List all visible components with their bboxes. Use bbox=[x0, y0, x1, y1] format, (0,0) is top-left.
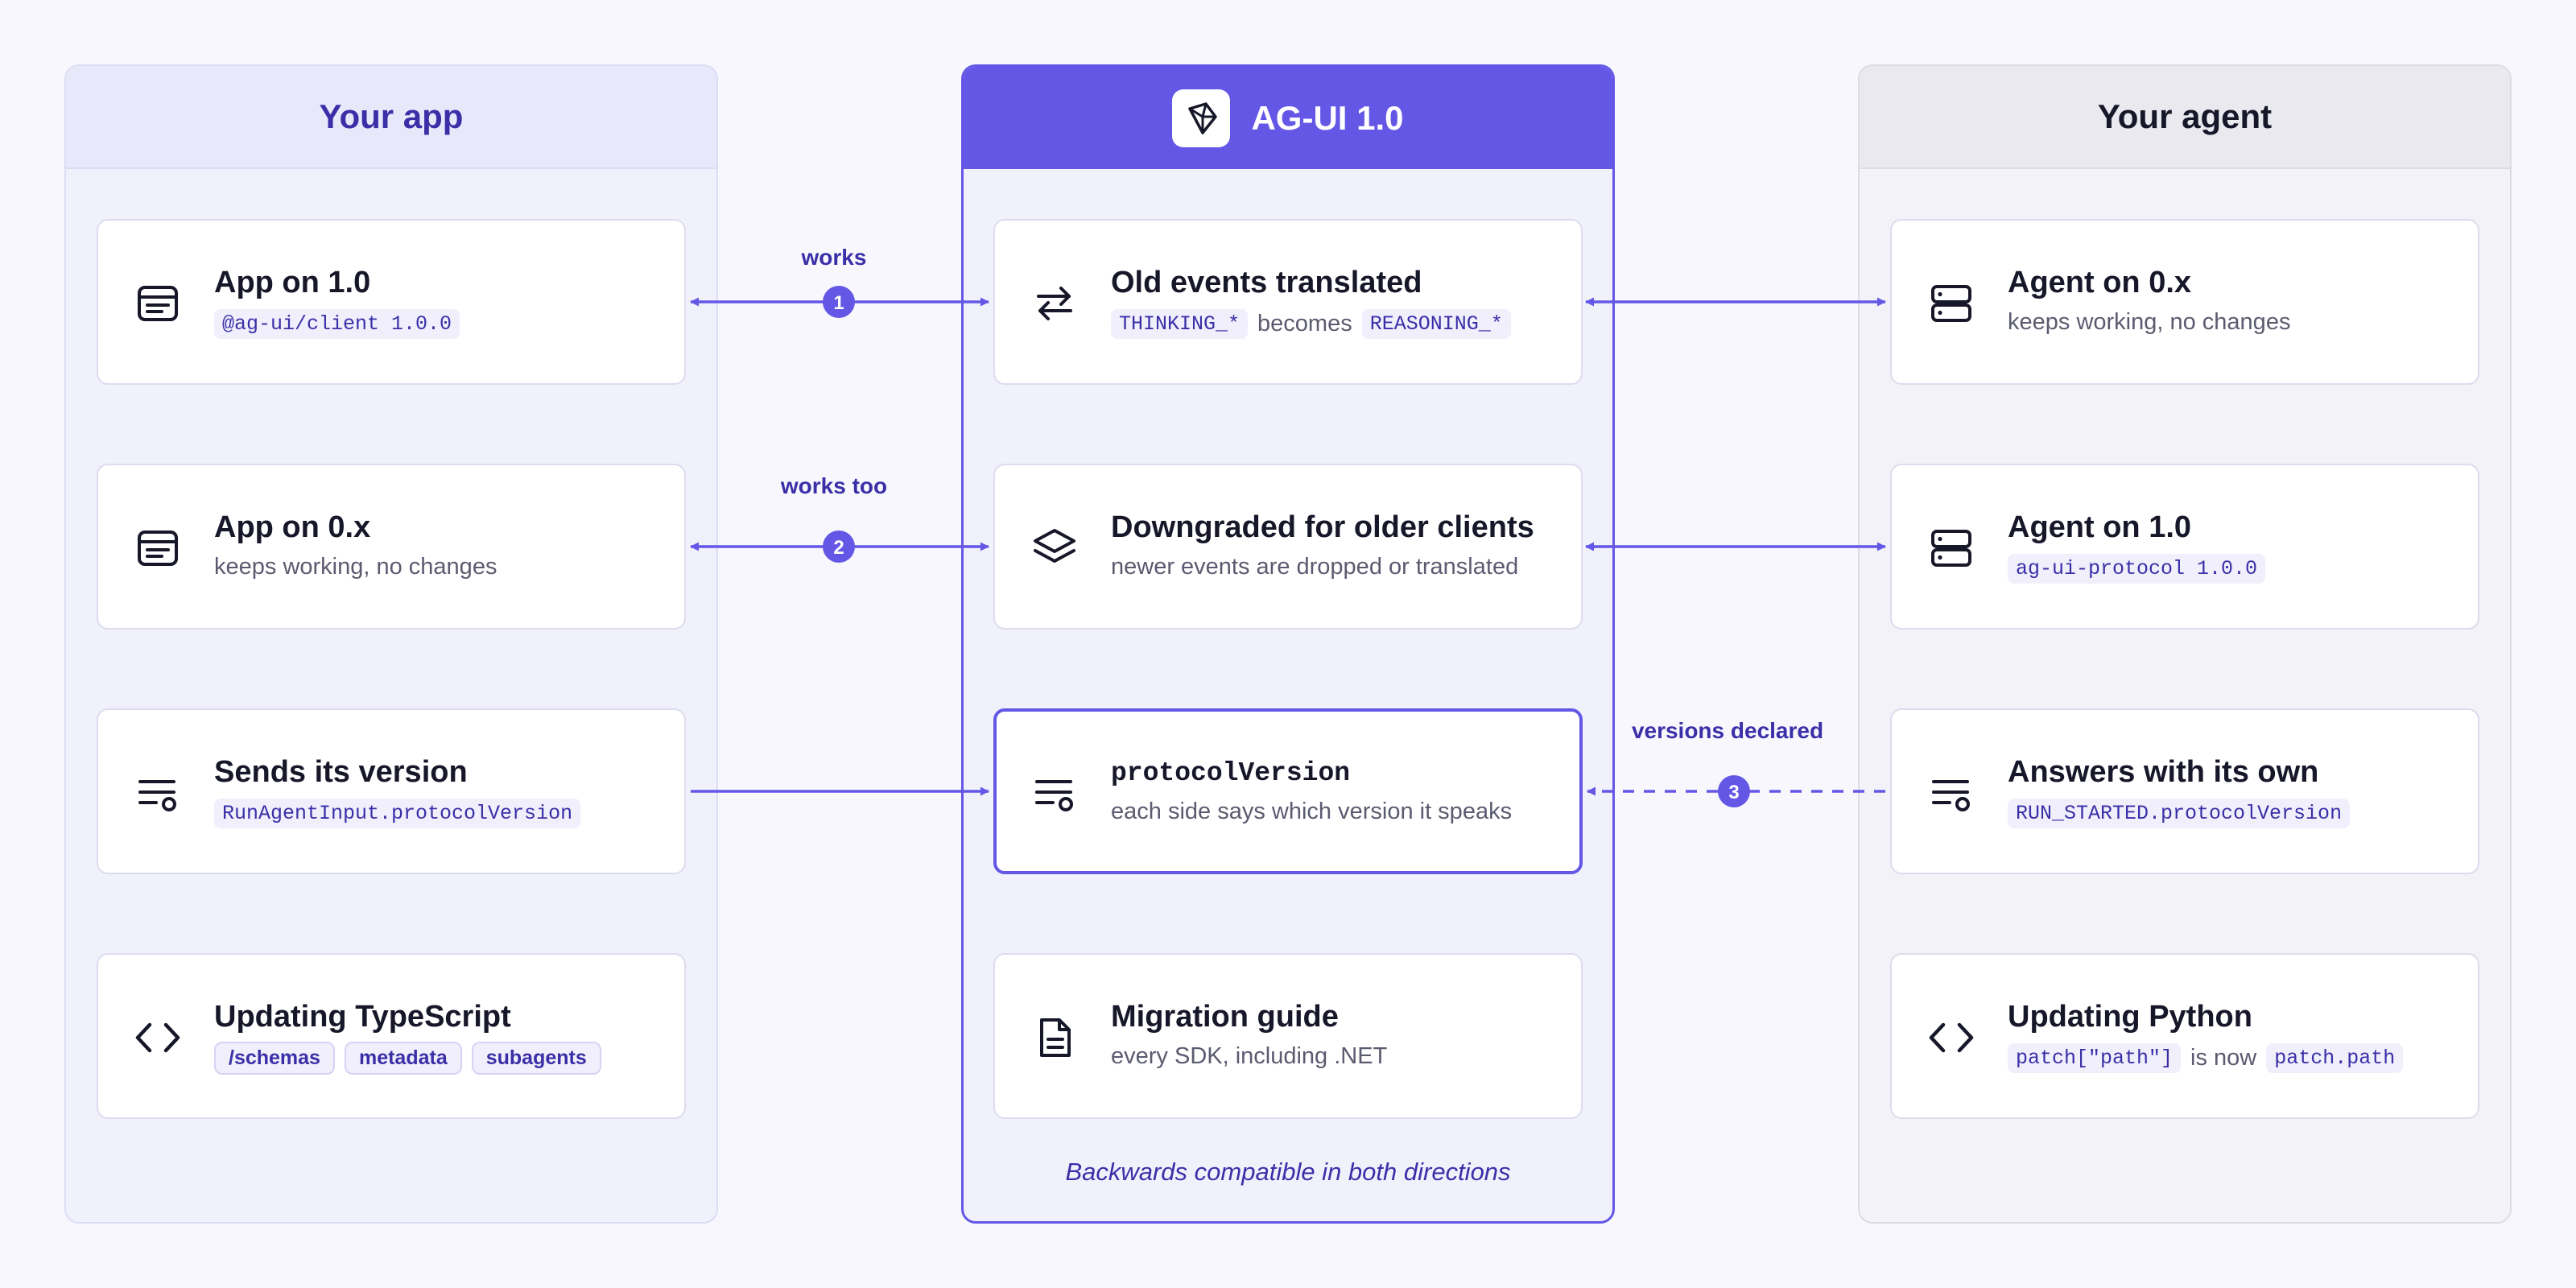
package-version-code: ag-ui-protocol 1.0.0 bbox=[2008, 554, 2266, 584]
card-updating-python: Updating Python patch["path"] is now pat… bbox=[1890, 953, 2479, 1119]
connector-agent-answer-to-protocol-version: 3 bbox=[1587, 775, 1885, 807]
card-title: Sends its version bbox=[214, 755, 468, 789]
card-title: App on 1.0 bbox=[214, 266, 371, 299]
card-title: Old events translated bbox=[1111, 266, 1422, 299]
card-sends-its-version: Sends its version RunAgentInput.protocol… bbox=[97, 708, 686, 874]
compatibility-note: Backwards compatible in both directions bbox=[1065, 1158, 1511, 1186]
card-answers-with-its-own: Answers with its own RUN_STARTED.protoco… bbox=[1890, 708, 2479, 874]
run-agent-input-code: RunAgentInput.protocolVersion bbox=[214, 799, 581, 828]
tag-metadata: metadata bbox=[344, 1042, 462, 1075]
patch-dot-code: patch.path bbox=[2266, 1043, 2404, 1073]
card-app-on-1-0: App on 1.0 @ag-ui/client 1.0.0 bbox=[97, 219, 686, 385]
card-title: Updating Python bbox=[2008, 1000, 2252, 1034]
card-title: protocolVersion bbox=[1111, 758, 1351, 788]
card-title: Answers with its own bbox=[2008, 755, 2319, 789]
connector-label-versions-declared: versions declared bbox=[1631, 718, 1824, 743]
tag-subagents: subagents bbox=[471, 1042, 601, 1075]
your-agent-header: Your agent bbox=[1860, 66, 2510, 169]
code-brackets-icon bbox=[134, 1013, 182, 1062]
layers-icon bbox=[1030, 524, 1079, 572]
step-badge-3-number: 3 bbox=[1728, 782, 1739, 803]
card-title: Migration guide bbox=[1111, 1000, 1339, 1034]
connector-label-works: works bbox=[801, 245, 867, 270]
swap-arrows-icon bbox=[1030, 279, 1079, 328]
version-list-icon bbox=[1030, 769, 1079, 817]
package-version-code: @ag-ui/client 1.0.0 bbox=[214, 309, 460, 339]
card-title: Updating TypeScript bbox=[214, 1000, 511, 1034]
version-list-icon bbox=[1927, 769, 1975, 817]
connector-label-works-too: works too bbox=[780, 473, 888, 498]
card-old-events-translated: Old events translated THINKING_* becomes… bbox=[993, 219, 1583, 385]
card-title: Agent on 0.x bbox=[2008, 266, 2192, 299]
run-started-code: RUN_STARTED.protocolVersion bbox=[2008, 799, 2351, 828]
app-window-icon bbox=[134, 279, 182, 328]
step-badge-2-number: 2 bbox=[833, 537, 844, 559]
ag-ui-logo-icon bbox=[1172, 89, 1231, 147]
card-subtitle: each side says which version it speaks bbox=[1111, 799, 1513, 824]
card-title: App on 0.x bbox=[214, 510, 371, 544]
card-subtitle: keeps working, no changes bbox=[2008, 309, 2291, 335]
your-app-header: Your app bbox=[66, 66, 716, 169]
code-brackets-icon bbox=[1927, 1013, 1975, 1062]
ag-ui-title: AG-UI 1.0 bbox=[1251, 98, 1404, 137]
card-downgraded-for-older-clients: Downgraded for older clients newer event… bbox=[993, 464, 1583, 630]
card-subtitle: every SDK, including .NET bbox=[1111, 1043, 1388, 1069]
reasoning-code: REASONING_* bbox=[1361, 309, 1511, 339]
tag-schemas: /schemas bbox=[214, 1042, 335, 1075]
thinking-code: THINKING_* bbox=[1111, 309, 1249, 339]
server-icon bbox=[1927, 524, 1975, 572]
card-migration-guide: Migration guide every SDK, including .NE… bbox=[993, 953, 1583, 1119]
card-updating-typescript: Updating TypeScript /schemas metadata su… bbox=[97, 953, 686, 1119]
connector-app-1-0-to-old-events: 1 bbox=[690, 286, 989, 318]
card-subtitle: newer events are dropped or translated bbox=[1111, 554, 1519, 580]
card-title: Downgraded for older clients bbox=[1111, 510, 1534, 544]
card-agent-on-0-x: Agent on 0.x keeps working, no changes bbox=[1890, 219, 2479, 385]
card-subtitle: keeps working, no changes bbox=[214, 554, 497, 580]
step-badge-3 bbox=[1718, 775, 1750, 807]
step-badge-1-number: 1 bbox=[833, 292, 844, 314]
version-list-icon bbox=[134, 769, 182, 817]
server-icon bbox=[1927, 279, 1975, 328]
document-icon bbox=[1030, 1013, 1079, 1062]
card-app-on-0-x: App on 0.x keeps working, no changes bbox=[97, 464, 686, 630]
becomes-text: becomes bbox=[1257, 311, 1352, 336]
step-badge-2 bbox=[823, 530, 855, 563]
ag-ui-header: AG-UI 1.0 bbox=[964, 67, 1612, 169]
step-badge-1 bbox=[823, 286, 855, 318]
is-now-text: is now bbox=[2190, 1045, 2257, 1071]
card-agent-on-1-0: Agent on 1.0 ag-ui-protocol 1.0.0 bbox=[1890, 464, 2479, 630]
card-title: Agent on 1.0 bbox=[2008, 510, 2192, 544]
app-window-icon bbox=[134, 524, 182, 572]
connector-app-0-x-to-downgraded: 2 bbox=[690, 530, 989, 563]
patch-bracket-code: patch["path"] bbox=[2008, 1043, 2182, 1073]
card-protocol-version: protocolVersion each side says which ver… bbox=[993, 708, 1583, 874]
